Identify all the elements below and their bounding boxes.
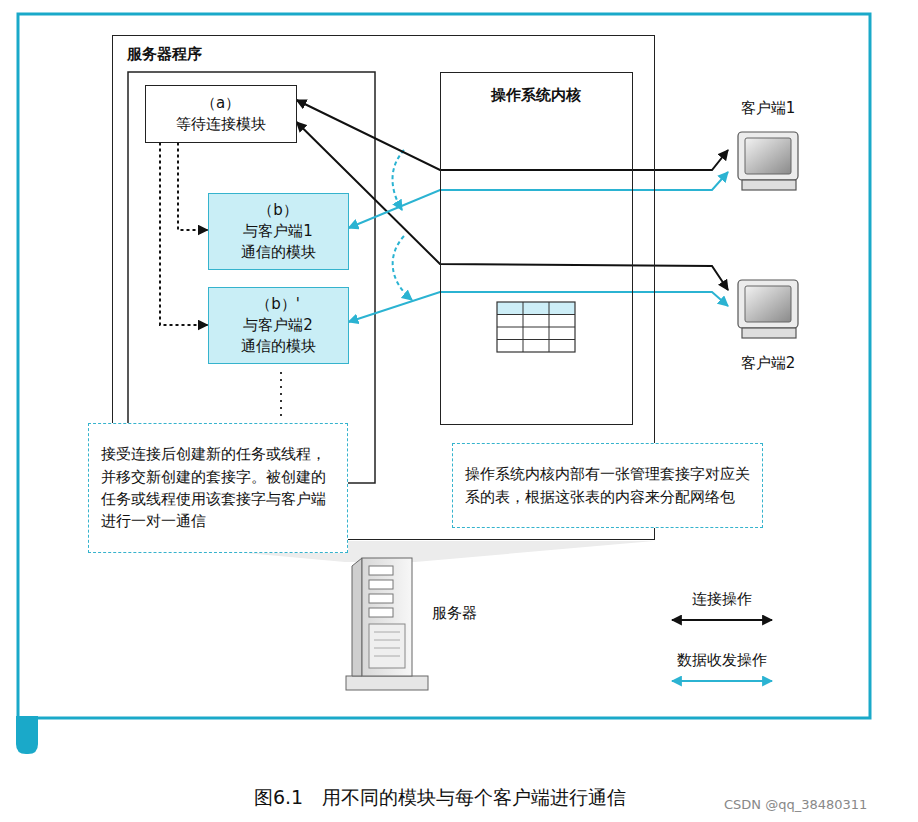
legend-sample — [672, 680, 772, 682]
monitor-icon — [738, 132, 798, 190]
handover-arrow — [393, 150, 405, 210]
legend-text: 连接操作 — [662, 590, 782, 609]
box-heading: 服务器程序 — [127, 44, 640, 65]
module-label: 等待连接模块 — [151, 114, 291, 135]
kernel-box: 操作系统内核 — [440, 72, 633, 425]
note-box: 接受连接后创建新的任务或线程，并移交新创建的套接字。被创建的任务或线程使用该套接… — [88, 423, 348, 553]
frame — [18, 14, 870, 718]
note-text: 接受连接后创建新的任务或线程，并移交新创建的套接字。被创建的任务或线程使用该套接… — [101, 443, 335, 533]
client-node: 客户端1 — [728, 98, 808, 193]
connect-arrow — [297, 122, 729, 290]
data-arrow — [349, 172, 729, 228]
server-icon — [346, 558, 428, 690]
module-box: （b）'与客户端2 通信的模块 — [208, 287, 349, 364]
module-label: 与客户端1 通信的模块 — [238, 221, 318, 263]
module-id: （a） — [151, 93, 291, 114]
client-label: 客户端2 — [741, 353, 796, 374]
module-box: （b）与客户端1 通信的模块 — [208, 193, 349, 270]
module-label: 与客户端2 通信的模块 — [238, 315, 318, 357]
client-node: 客户端2 — [728, 270, 808, 374]
socket-table — [497, 302, 575, 352]
legend-text: 数据收发操作 — [652, 651, 792, 670]
ellipsis-dots — [280, 372, 282, 420]
module-area — [128, 72, 375, 483]
figure-caption: 图6.1 用不同的模块与每个客户端进行通信 — [160, 785, 720, 811]
spawn-arrow — [160, 143, 208, 326]
data-arrow — [349, 292, 729, 322]
module-box: （a）等待连接模块 — [145, 85, 297, 143]
spawn-arrow — [178, 143, 208, 231]
monitor-icon — [738, 280, 798, 338]
note-text: 操作系统内核内部有一张管理套接字对应关系的表，根据这张表的内容来分配网络包 — [465, 463, 750, 508]
module-id: （b） — [238, 200, 318, 221]
connect-arrow — [297, 100, 729, 170]
server-label: 服务器 — [432, 604, 512, 623]
watermark: CSDN @qq_38480311 — [724, 797, 914, 812]
frame-tab — [16, 716, 38, 754]
module-id: （b）' — [238, 294, 318, 315]
client-label: 客户端1 — [741, 98, 796, 119]
box-heading: 操作系统内核 — [491, 85, 581, 106]
note-box: 操作系统内核内部有一张管理套接字对应关系的表，根据这张表的内容来分配网络包 — [452, 443, 763, 528]
handover-arrow — [393, 236, 412, 300]
legend-sample — [672, 619, 772, 621]
